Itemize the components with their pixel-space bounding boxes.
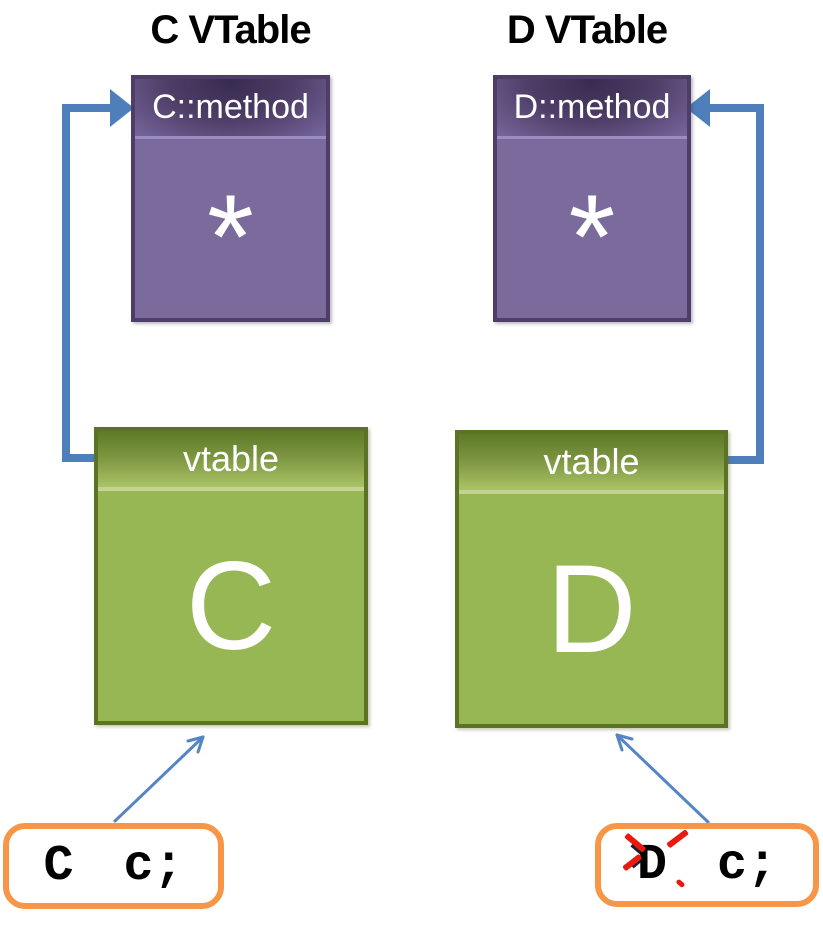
c-object-box: vtable C [94,427,368,725]
d-declaration-arrow [615,733,710,824]
c-vtable-title: C VTable [150,8,311,52]
c-vtable-method-label: C::method [152,88,309,126]
d-vtable-method-label: D::method [513,88,671,126]
red-cross-stroke-top-right [666,828,689,848]
c-object-vtable-slot: vtable [98,431,364,491]
d-vtable-asterisk: * [568,169,616,304]
d-vtable-pointer-slot: * [497,139,687,318]
d-object-body: D [459,494,724,724]
c-vtable-pointer-arrow [62,89,134,462]
d-object-vtable-label: vtable [543,441,640,482]
c-vtable-box: C::method * [131,75,330,322]
c-vtable-method-slot: C::method [135,79,326,139]
c-object-body: C [98,491,364,721]
c-object-name: C [185,536,277,676]
d-object-name: D [546,539,637,679]
c-vtable-asterisk: * [207,169,254,304]
d-vtable-pointer-arrow [686,89,764,464]
d-vtable-box: D::method * [493,75,691,322]
c-declaration-arrow [113,735,205,823]
d-vtable-title: D VTable [506,8,668,52]
d-object-box: vtable D [455,430,728,728]
d-object-vtable-slot: vtable [459,434,724,494]
crossed-out-type: D [622,828,689,894]
d-declaration-variable: c; [716,836,777,894]
d-declaration-box: D c; [595,823,819,907]
d-vtable-method-slot: D::method [497,79,687,139]
red-cross-stroke-bottom-right [675,878,686,888]
c-object-vtable-label: vtable [182,438,280,479]
c-declaration-variable: c; [123,837,184,895]
c-vtable-pointer-slot: * [135,139,326,318]
c-declaration-type: C [43,837,74,895]
